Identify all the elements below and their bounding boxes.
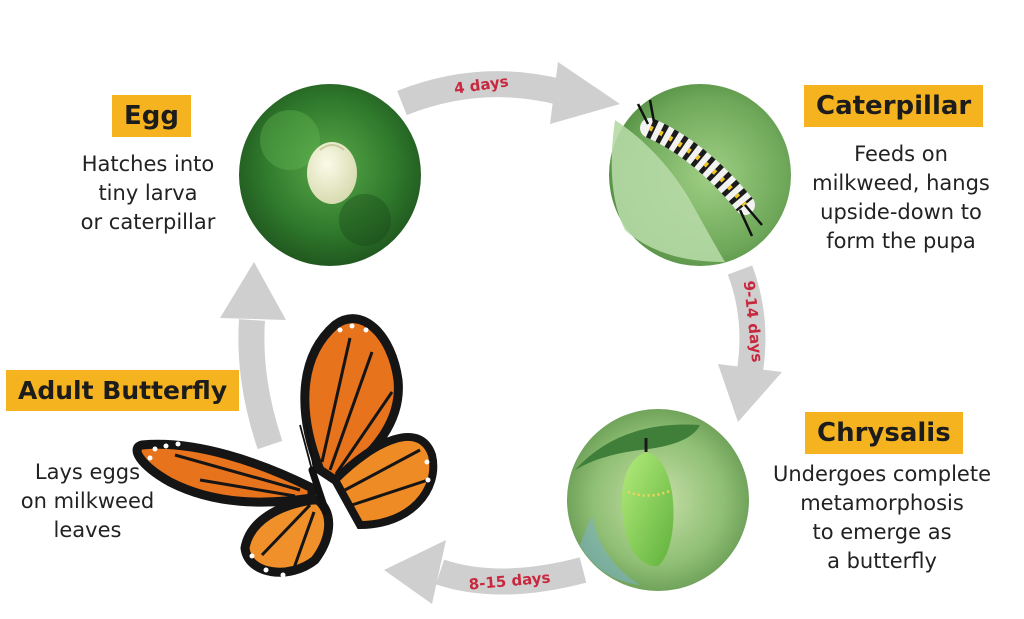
arrow-egg-to-caterpillar <box>397 62 620 124</box>
arrow-adult-to-egg <box>220 262 286 450</box>
arrow-caterpillar-to-chrysalis <box>718 265 782 422</box>
arrow-chrysalis-to-adult <box>384 540 587 604</box>
chrysalis-photo <box>567 409 749 591</box>
butterfly-illustration <box>132 314 438 578</box>
egg-description: Hatches into tiny larva or caterpillar <box>80 152 216 234</box>
caterpillar-title: Caterpillar <box>804 85 984 127</box>
adult-title: Adult Butterfly <box>6 370 240 411</box>
egg-photo <box>239 84 421 266</box>
chrysalis-description: Undergoes complete metamorphosis to emer… <box>773 462 991 573</box>
egg-title: Egg <box>112 95 191 137</box>
caterpillar-body <box>636 99 763 237</box>
caterpillar-description: Feeds on milkweed, hangs upside-down to … <box>812 142 990 253</box>
caterpillar-photo <box>609 84 791 266</box>
chrysalis-title: Chrysalis <box>805 412 963 454</box>
adult-description: Lays eggs on milkweed leaves <box>20 460 155 542</box>
